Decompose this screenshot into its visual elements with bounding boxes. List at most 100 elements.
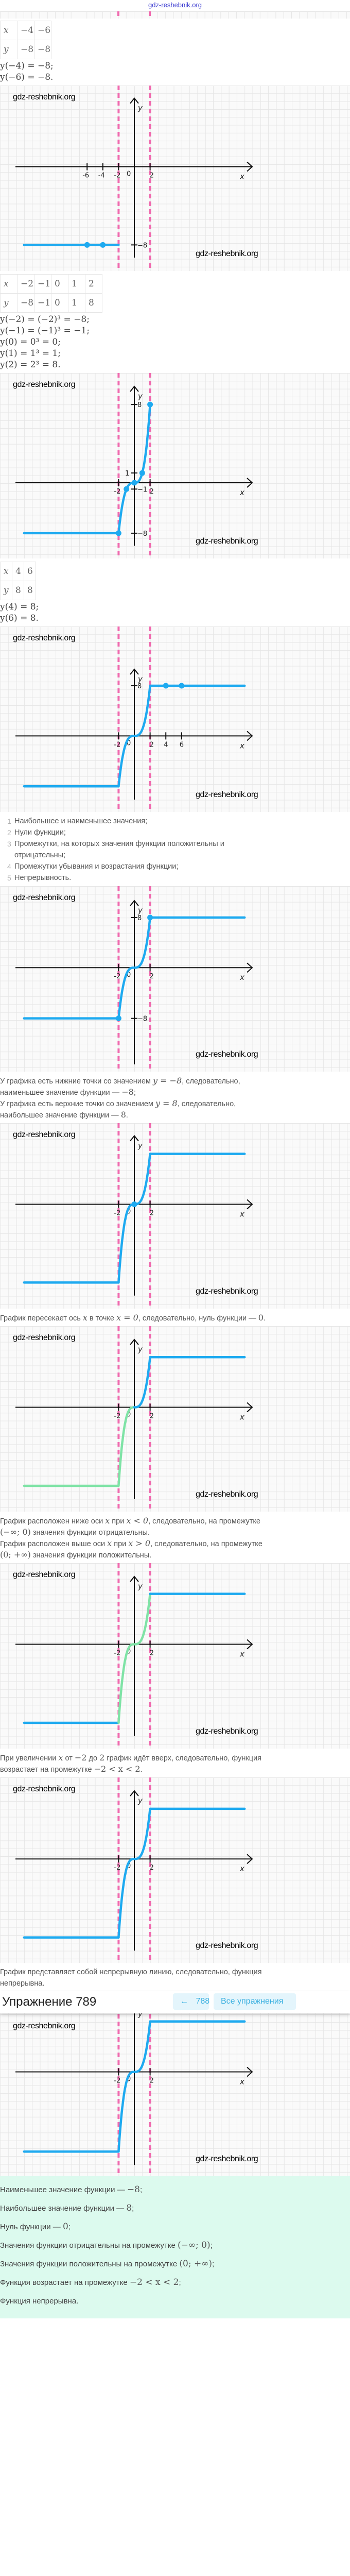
x-axis-label: x bbox=[239, 172, 244, 181]
x-axis-arrow-icon bbox=[247, 962, 253, 973]
list-item-continuation: отрицательны; bbox=[14, 851, 66, 859]
cubic-curve bbox=[117, 916, 151, 1020]
arrow-left-icon: ← bbox=[180, 1997, 188, 2006]
table-header-x: x bbox=[0, 562, 12, 581]
paragraph-line: наибольшее значение функции — 8. bbox=[0, 1110, 128, 1121]
x-tick-label: 2 bbox=[150, 2077, 154, 2085]
y-axis-arrow-icon bbox=[130, 97, 139, 104]
answer-line: Значения функции положительны на промежу… bbox=[0, 2259, 214, 2269]
prev-exercise-button[interactable]: ← 788 bbox=[173, 1993, 209, 2010]
text: , следовательно, нуль функции — bbox=[138, 1314, 258, 1323]
y-axis-label: y bbox=[137, 1141, 143, 1150]
list-number: 1 bbox=[7, 817, 11, 825]
table-cell: 8 bbox=[85, 293, 102, 313]
text: Функция непрерывна. bbox=[0, 2297, 79, 2306]
math: x bbox=[58, 1753, 63, 1762]
origin-label: 0 bbox=[127, 1208, 131, 1216]
x-tick-label: -2 bbox=[114, 1210, 120, 1217]
table-cell: 1 bbox=[68, 293, 85, 313]
graph-point bbox=[179, 683, 185, 689]
math: x bbox=[107, 1538, 112, 1548]
y-tick-label: 1 bbox=[125, 470, 129, 478]
paragraph-line: наименьшее значение функции — −8; bbox=[0, 1087, 136, 1098]
text: ; bbox=[139, 2185, 143, 2194]
graph-strip-previous bbox=[0, 11, 350, 19]
math: 8 bbox=[126, 2203, 132, 2213]
y-tick-label: 8 bbox=[137, 914, 142, 922]
x-axis-label: x bbox=[239, 488, 244, 497]
text: график идёт вверх, следовательно, функци… bbox=[104, 1754, 262, 1762]
text: до bbox=[86, 1754, 100, 1762]
asymptote-marks bbox=[117, 11, 151, 19]
table-cell: −8 bbox=[34, 40, 51, 59]
math: x > 0 bbox=[128, 1538, 151, 1548]
equation: y(−2) = (−2)³ = −8; bbox=[0, 314, 90, 325]
list-number: 3 bbox=[7, 840, 11, 848]
y-axis-label: y bbox=[137, 674, 143, 684]
table-cell: 0 bbox=[51, 274, 68, 294]
y-axis-label: y bbox=[137, 906, 143, 915]
text: при bbox=[112, 1540, 129, 1548]
table-cell: 1 bbox=[68, 274, 85, 294]
all-exercises-button[interactable]: Все упражнения bbox=[214, 1993, 296, 2010]
prev-exercise-label: 788 bbox=[196, 1997, 210, 2006]
y-axis-label: y bbox=[137, 104, 143, 113]
y-tick-label: −1 bbox=[137, 486, 147, 494]
x-axis-arrow-icon bbox=[247, 161, 253, 172]
site-link[interactable]: gdz-reshebnik.org bbox=[148, 1, 202, 9]
x-tick-label: -2 bbox=[114, 488, 120, 496]
math: 2 bbox=[99, 1753, 105, 1762]
text: от bbox=[63, 1754, 75, 1762]
list-number: 2 bbox=[7, 828, 11, 837]
table-header-y: y bbox=[0, 40, 18, 59]
text: Значения функции отрицательны на промежу… bbox=[0, 2241, 178, 2250]
text: ; bbox=[133, 1089, 136, 1097]
text: значения функции положительны. bbox=[30, 1551, 152, 1560]
math: x bbox=[82, 1313, 87, 1323]
text: ; bbox=[179, 2278, 181, 2287]
y-axis-arrow-icon bbox=[130, 1338, 139, 1345]
origin-label: 0 bbox=[127, 1862, 131, 1870]
list-item: Промежутки убывания и возрастания функци… bbox=[14, 862, 179, 871]
math: (−∞; 0) bbox=[0, 1527, 31, 1537]
graph-point bbox=[147, 401, 153, 408]
text: , следовательно, на промежутке bbox=[148, 1517, 260, 1526]
x-tick-label: -6 bbox=[82, 172, 89, 180]
table-header-y: y bbox=[0, 293, 18, 313]
graph-point bbox=[139, 470, 145, 476]
y-axis-arrow-icon bbox=[130, 385, 139, 392]
text: При увеличении bbox=[0, 1754, 59, 1762]
x-tick-label: -4 bbox=[98, 172, 105, 180]
table-cell: −6 bbox=[34, 21, 51, 40]
x-axis-label: x bbox=[239, 1210, 244, 1219]
text: при bbox=[110, 1517, 127, 1526]
cubic-curve bbox=[117, 1592, 151, 1724]
y-axis-arrow-icon bbox=[130, 1135, 139, 1142]
origin-label: 0 bbox=[127, 2076, 131, 2083]
math: x < 0 bbox=[126, 1516, 149, 1526]
text: . bbox=[140, 1766, 143, 1774]
text: График расположен выше оси bbox=[0, 1540, 108, 1548]
list-number: 4 bbox=[7, 862, 11, 871]
x-axis-label: x bbox=[239, 1650, 244, 1659]
paragraph-line: График расположен ниже оси x при x < 0, … bbox=[0, 1516, 260, 1527]
x-tick-label: -2 bbox=[114, 973, 120, 980]
text: . bbox=[126, 1111, 128, 1120]
table-header-y: y bbox=[0, 581, 12, 600]
x-axis-label: x bbox=[239, 2077, 244, 2087]
list-item: Нули функции; bbox=[14, 828, 66, 837]
text: значения функции отрицательны. bbox=[30, 1529, 150, 1537]
x-axis-arrow-icon bbox=[247, 478, 253, 488]
x-tick-label: -2 bbox=[114, 172, 120, 180]
text: Нуль функции — bbox=[0, 2223, 63, 2231]
